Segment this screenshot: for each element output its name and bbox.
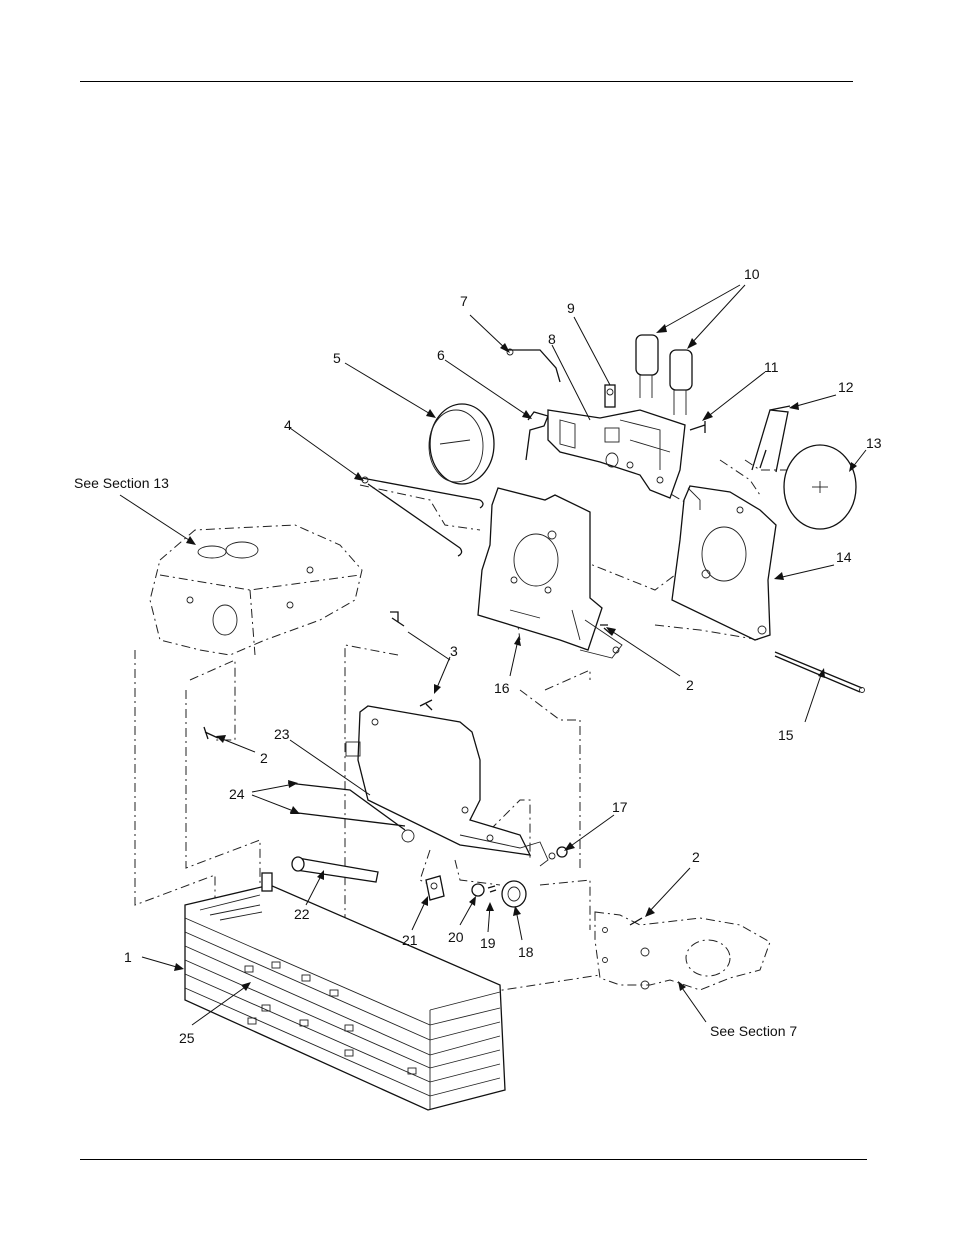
callout-14: 14 [836, 549, 852, 565]
callout-7: 7 [460, 293, 468, 309]
callout-12: 12 [838, 379, 854, 395]
callout-9: 9 [567, 300, 575, 316]
callout-19: 19 [480, 935, 496, 951]
callout-5: 5 [333, 350, 341, 366]
callout-2b: 2 [686, 677, 694, 693]
callout-18: 18 [518, 944, 534, 960]
callout-8: 8 [548, 331, 556, 347]
callout-2a: 2 [260, 750, 268, 766]
footer-rule [80, 1159, 867, 1160]
callout-16: 16 [494, 680, 510, 696]
callout-20: 20 [448, 929, 464, 945]
see-section-7-label: See Section 7 [710, 1023, 797, 1039]
clip-part [505, 348, 561, 383]
callout-6: 6 [437, 347, 445, 363]
rods-24 [287, 782, 406, 831]
bulb-bracket [547, 334, 706, 499]
callout-10: 10 [744, 266, 760, 282]
leader-lines [119, 284, 867, 1026]
callout-24: 24 [229, 786, 245, 802]
header-rule [80, 81, 853, 82]
callout-labels: 10 7 9 8 11 5 6 12 13 4 14 3 2 16 2 15 2… [74, 266, 882, 1046]
callout-17: 17 [612, 799, 628, 815]
callout-25: 25 [179, 1030, 195, 1046]
callout-23: 23 [274, 726, 290, 742]
lens-right [783, 444, 857, 530]
lamp-housing-right [671, 485, 777, 641]
callout-15: 15 [778, 727, 794, 743]
lamp-housing-left [477, 487, 623, 659]
callout-1: 1 [124, 949, 132, 965]
callout-4: 4 [284, 417, 292, 433]
callout-13: 13 [866, 435, 882, 451]
mounting-plate [345, 705, 556, 867]
rod-15 [774, 651, 865, 693]
wire-clip [751, 405, 791, 473]
callout-11: 11 [764, 359, 779, 375]
lens-left [428, 403, 495, 485]
bracket-clip [525, 411, 549, 461]
callout-2d: 2 [692, 849, 700, 865]
cylinder-22 [291, 856, 379, 883]
callout-22: 22 [294, 906, 310, 922]
see-section-13-label: See Section 13 [74, 475, 169, 491]
callout-21: 21 [402, 932, 418, 948]
section-7-bracket [594, 911, 771, 991]
small-parts [425, 846, 568, 908]
grille [184, 872, 506, 1111]
callout-3: 3 [450, 643, 458, 659]
engine-block [149, 524, 363, 656]
